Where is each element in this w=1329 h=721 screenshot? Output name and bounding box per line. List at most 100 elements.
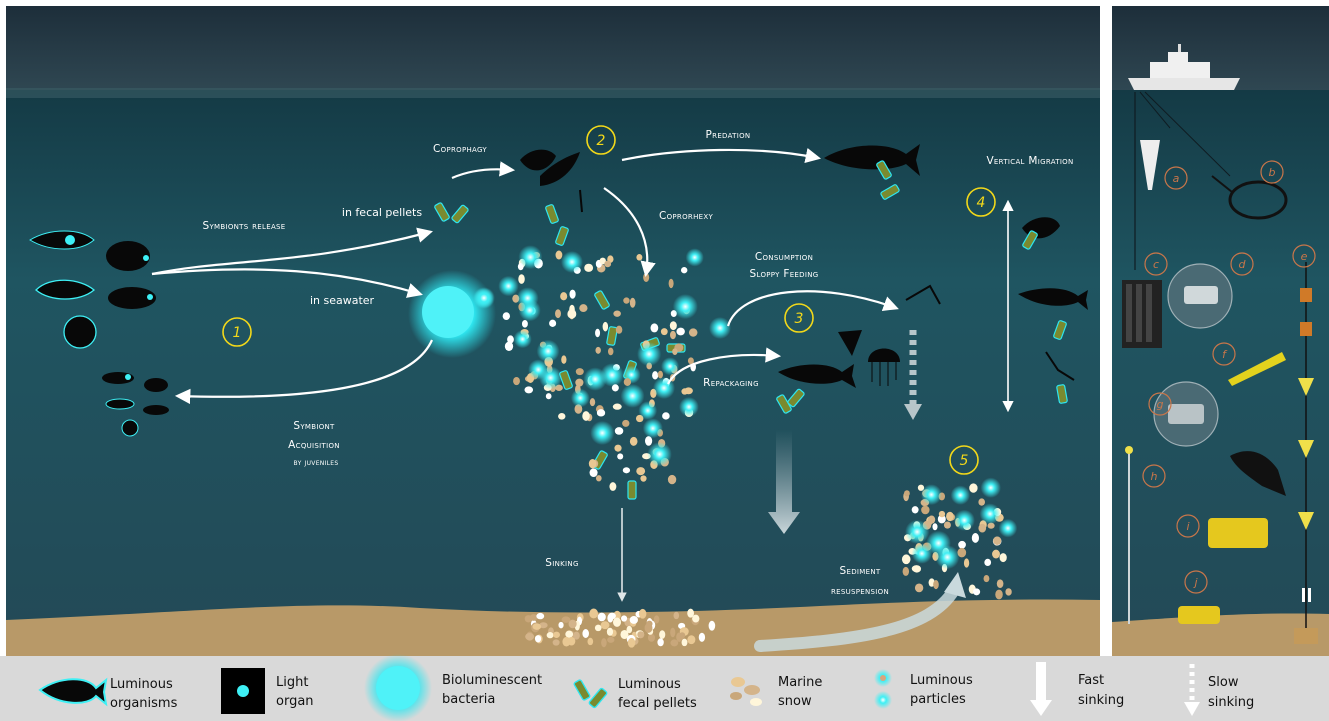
marine-snow-particle bbox=[582, 629, 589, 638]
legend-bacteria-2: bacteria bbox=[442, 692, 495, 707]
luminous-particle bbox=[528, 359, 549, 380]
legend-luminous-organisms-1: Luminous bbox=[110, 677, 173, 692]
luminous-particle bbox=[647, 442, 672, 467]
fecal-release-arrow bbox=[151, 227, 433, 276]
instrument-letter-i: i bbox=[1186, 520, 1189, 533]
resuspension-arrowhead bbox=[944, 572, 966, 598]
marine-snow-particle bbox=[652, 371, 659, 380]
marine-snow-particle bbox=[589, 398, 596, 407]
rov-icon bbox=[1208, 518, 1268, 548]
marine-snow-particle bbox=[946, 511, 954, 522]
fecal-pellet bbox=[876, 160, 892, 180]
marine-snow-particle bbox=[644, 436, 653, 446]
marine-snow-particle bbox=[667, 474, 677, 485]
luminous-particle bbox=[513, 329, 532, 349]
marine-snow-particle bbox=[601, 638, 607, 648]
label-acquisition: Acquisition bbox=[288, 439, 340, 451]
marine-snow-particle bbox=[969, 483, 978, 493]
luminous-particle bbox=[473, 287, 495, 309]
legend-slow-sinking-1: Slow bbox=[1208, 675, 1239, 690]
instrument-badge bbox=[1142, 464, 1166, 488]
marine-snow-particle bbox=[568, 619, 577, 629]
marine-snow-particle bbox=[660, 328, 668, 336]
instrument-letter-e: e bbox=[1301, 250, 1308, 263]
instrument-badge bbox=[1230, 252, 1254, 276]
marine-snow-particle bbox=[623, 297, 630, 304]
marine-snow-particle bbox=[607, 636, 615, 643]
marine-snow-particle bbox=[615, 325, 623, 334]
marine-snow-particle bbox=[958, 540, 966, 549]
fecal-pellet bbox=[880, 184, 900, 200]
marine-snow-particle bbox=[901, 554, 911, 565]
fish-icon bbox=[778, 364, 856, 388]
instrument-badge bbox=[1148, 392, 1172, 416]
marine-snow-particle bbox=[653, 615, 660, 624]
particle-cloud bbox=[473, 245, 1018, 648]
marine-snow-particle bbox=[612, 403, 622, 410]
marine-snow-particle bbox=[579, 304, 588, 313]
marine-snow-particle bbox=[588, 458, 597, 469]
marine-snow-particle bbox=[620, 629, 629, 640]
legend-fecal-pellets-1: Luminous bbox=[618, 677, 681, 692]
instrument-badge bbox=[1144, 252, 1168, 276]
step-4: 4 bbox=[977, 195, 986, 211]
luminous-particle bbox=[926, 530, 951, 556]
luminous-particle bbox=[518, 299, 541, 322]
marine-snow-particle bbox=[629, 297, 636, 308]
juvenile-fish-icon bbox=[144, 378, 168, 392]
marine-snow-particle bbox=[502, 312, 511, 321]
trawl-net-icon bbox=[1228, 180, 1288, 220]
legend-bacteria-1: Bioluminescent bbox=[442, 673, 542, 688]
fecal-pellet bbox=[559, 370, 573, 390]
marine-snow-particle bbox=[623, 378, 632, 386]
marine-snow-particle bbox=[582, 411, 590, 421]
repackaging-arrow bbox=[667, 347, 782, 385]
marine-snow-particle bbox=[673, 611, 680, 620]
label-predation: Predation bbox=[706, 129, 751, 141]
marine-snow-particle bbox=[629, 616, 638, 624]
legend-particles-1: Luminous bbox=[910, 673, 973, 688]
instrument-badge bbox=[1164, 166, 1188, 190]
resuspension-arrow bbox=[754, 584, 960, 652]
organisms bbox=[29, 144, 1088, 437]
luminous-squid-icon bbox=[35, 279, 95, 300]
marine-snow-particle bbox=[589, 608, 599, 619]
marine-snow-particle bbox=[672, 348, 678, 355]
luminous-particle bbox=[637, 341, 662, 367]
predator-fish-icon bbox=[824, 144, 920, 176]
marine-snow-particle bbox=[999, 553, 1007, 563]
marine-snow-particle bbox=[657, 638, 664, 647]
marine-snow-particle bbox=[978, 498, 986, 506]
marine-snow-particle bbox=[688, 328, 698, 337]
legend-slow-sinking-icon bbox=[1184, 664, 1200, 716]
coprorhexy-arrow bbox=[603, 187, 656, 278]
marine-snow-particle bbox=[595, 328, 601, 338]
marine-snow-particle bbox=[626, 625, 633, 634]
label-consumption: Consumption bbox=[755, 251, 813, 263]
fecal-pellet bbox=[1056, 384, 1068, 404]
marine-snow-particle bbox=[911, 565, 921, 573]
luminous-particle bbox=[661, 357, 680, 376]
copepod-icon bbox=[905, 284, 941, 305]
marine-snow-particle bbox=[680, 267, 688, 274]
marine-snow-particle bbox=[558, 621, 564, 629]
step-2: 2 bbox=[597, 133, 606, 149]
fecal-pellet bbox=[1053, 320, 1067, 340]
luminous-particle bbox=[679, 396, 699, 417]
marine-snow-particle bbox=[595, 475, 602, 482]
label-sloppy-feeding: Sloppy Feeding bbox=[750, 268, 819, 280]
process-labels: Symbionts release in fecal pellets in se… bbox=[202, 129, 1073, 597]
step-badges: 1 2 3 4 5 bbox=[222, 125, 996, 475]
marine-snow-particle bbox=[606, 627, 614, 636]
instrument-letter-f: f bbox=[1222, 348, 1228, 361]
marine-snow-particle bbox=[614, 444, 622, 452]
marine-snow-particle bbox=[927, 515, 936, 524]
marine-snow-particle bbox=[553, 631, 560, 638]
luminous-particle bbox=[638, 401, 658, 420]
fecal-pellet bbox=[555, 226, 569, 246]
marine-snow-particle bbox=[599, 257, 607, 265]
research-ship-icon bbox=[1128, 44, 1240, 90]
luminous-particle bbox=[685, 248, 704, 267]
night-sky bbox=[6, 6, 1100, 90]
luminous-particle bbox=[709, 317, 731, 339]
